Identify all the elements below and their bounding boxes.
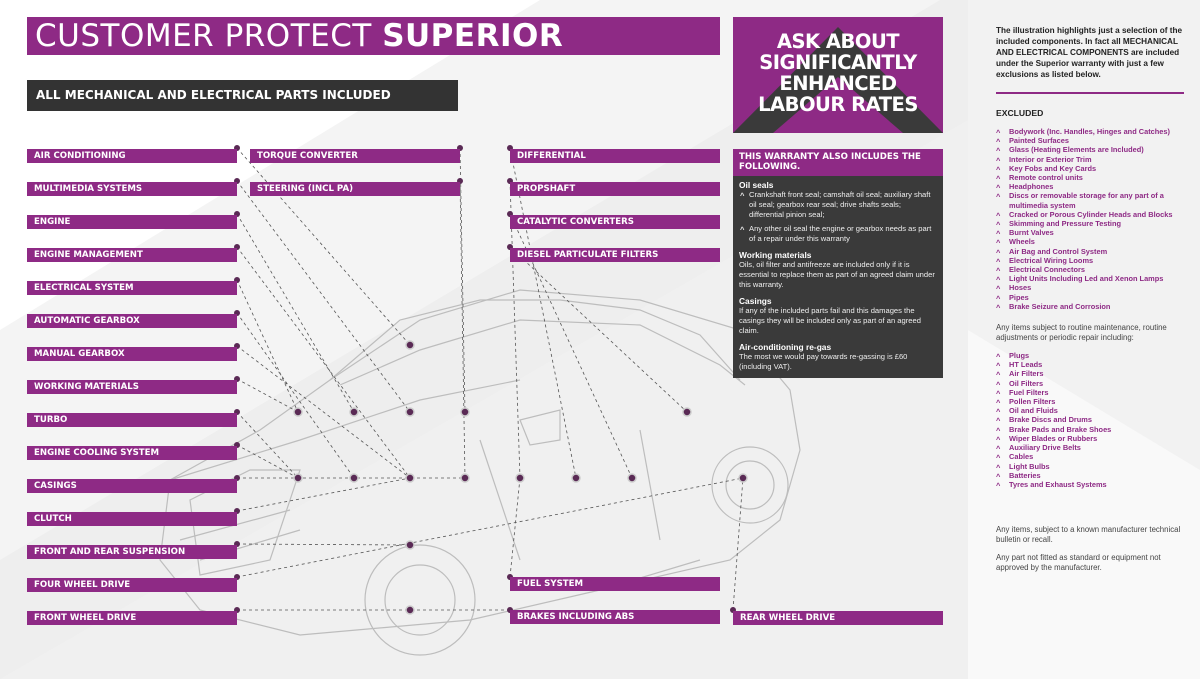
list-item: Air Filters <box>996 369 1188 379</box>
label-front-wheel-drive: FRONT WHEEL DRIVE <box>27 611 237 625</box>
label-clutch: CLUTCH <box>27 512 237 526</box>
oil-seals-item: Any other oil seal the engine or gearbox… <box>739 224 937 244</box>
labour-rates-banner: ASK ABOUT SIGNIFICANTLY ENHANCED LABOUR … <box>733 17 943 133</box>
label-engine-management: ENGINE MANAGEMENT <box>27 248 237 262</box>
list-item: Oil and Fluids <box>996 406 1188 416</box>
working-materials-title: Working materials <box>739 250 812 260</box>
label-manual-gearbox: MANUAL GEARBOX <box>27 347 237 361</box>
label-four-wheel-drive: FOUR WHEEL DRIVE <box>27 578 237 592</box>
label-casings: CASINGS <box>27 479 237 493</box>
list-item: Electrical Wiring Looms <box>996 256 1188 266</box>
list-item: Painted Surfaces <box>996 136 1188 146</box>
list-item: Skimming and Pressure Testing <box>996 219 1188 229</box>
list-item: Light Units Including Led and Xenon Lamp… <box>996 274 1188 284</box>
label-engine-cooling: ENGINE COOLING SYSTEM <box>27 446 237 460</box>
background-band <box>0 0 968 679</box>
note-non-standard: Any part not fitted as standard or equip… <box>996 553 1161 573</box>
excluded-title: EXCLUDED <box>996 108 1044 118</box>
excluded-list: Bodywork (Inc. Handles, Hinges and Catch… <box>996 127 1188 312</box>
casings-text: If any of the included parts fail and th… <box>739 306 921 335</box>
label-torque-converter: TORQUE CONVERTER <box>250 149 460 163</box>
label-multimedia: MULTIMEDIA SYSTEMS <box>27 182 237 196</box>
warranty-header: THIS WARRANTY ALSO INCLUDES THE FOLLOWIN… <box>733 149 943 176</box>
list-item: Brake Pads and Brake Shoes <box>996 425 1188 435</box>
list-item: Brake Seizure and Corrosion <box>996 302 1188 312</box>
label-air-conditioning: AIR CONDITIONING <box>27 149 237 163</box>
page-title: CUSTOMER PROTECT SUPERIOR <box>27 17 720 55</box>
list-item: Cracked or Porous Cylinder Heads and Blo… <box>996 210 1188 220</box>
list-item: Interior or Exterior Trim <box>996 155 1188 165</box>
list-item: Burnt Valves <box>996 228 1188 238</box>
intro-text: The illustration highlights just a selec… <box>996 26 1183 79</box>
list-item: Bodywork (Inc. Handles, Hinges and Catch… <box>996 127 1188 137</box>
list-item: Tyres and Exhaust Systems <box>996 480 1188 490</box>
label-working-materials: WORKING MATERIALS <box>27 380 237 394</box>
label-propshaft: PROPSHAFT <box>510 182 720 196</box>
oil-seals-item: Crankshaft front seal; camshaft oil seal… <box>739 190 937 220</box>
label-brakes: BRAKES INCLUDING ABS <box>510 610 720 624</box>
subtitle: ALL MECHANICAL AND ELECTRICAL PARTS INCL… <box>27 80 458 111</box>
oil-seals-title: Oil seals <box>739 180 774 190</box>
list-item: Oil Filters <box>996 379 1188 389</box>
list-item: Wiper Blades or Rubbers <box>996 434 1188 444</box>
label-suspension: FRONT AND REAR SUSPENSION <box>27 545 237 559</box>
label-automatic-gearbox: AUTOMATIC GEARBOX <box>27 314 237 328</box>
label-catalytic: CATALYTIC CONVERTERS <box>510 215 720 229</box>
list-item: Headphones <box>996 182 1188 192</box>
list-item: Pipes <box>996 293 1188 303</box>
list-item: Remote control units <box>996 173 1188 183</box>
maintenance-list: PlugsHT LeadsAir FiltersOil FiltersFuel … <box>996 351 1188 490</box>
list-item: Glass (Heating Elements are Included) <box>996 145 1188 155</box>
list-item: Plugs <box>996 351 1188 361</box>
exclusions-column: The illustration highlights just a selec… <box>996 25 1188 573</box>
label-fuel-system: FUEL SYSTEM <box>510 577 720 591</box>
list-item: Discs or removable storage for any part … <box>996 191 1188 209</box>
note-recall: Any items, subject to a known manufactur… <box>996 525 1181 545</box>
label-steering: STEERING (INCL PA) <box>250 182 460 196</box>
list-item: HT Leads <box>996 360 1188 370</box>
label-turbo: TURBO <box>27 413 237 427</box>
warranty-extras-box: THIS WARRANTY ALSO INCLUDES THE FOLLOWIN… <box>733 149 943 378</box>
label-differential: DIFFERENTIAL <box>510 149 720 163</box>
list-item: Fuel Filters <box>996 388 1188 398</box>
label-engine: ENGINE <box>27 215 237 229</box>
list-item: Pollen Filters <box>996 397 1188 407</box>
list-item: Wheels <box>996 237 1188 247</box>
working-materials-text: Oils, oil filter and antifreeze are incl… <box>739 260 935 289</box>
list-item: Cables <box>996 452 1188 462</box>
list-item: Air Bag and Control System <box>996 247 1188 257</box>
title-bold: SUPERIOR <box>382 18 564 54</box>
aircon-title: Air-conditioning re-gas <box>739 342 832 352</box>
car-illustration <box>159 289 801 656</box>
aircon-text: The most we would pay towards re-gassing… <box>739 352 908 371</box>
labour-rates-text: ASK ABOUT SIGNIFICANTLY ENHANCED LABOUR … <box>758 30 918 116</box>
list-item: Brake Discs and Drums <box>996 415 1188 425</box>
label-rear-wheel-drive: REAR WHEEL DRIVE <box>733 611 943 625</box>
title-light: CUSTOMER PROTECT <box>35 18 372 54</box>
label-dpf: DIESEL PARTICULATE FILTERS <box>510 248 720 262</box>
maintenance-intro: Any items subject to routine maintenance… <box>996 323 1167 343</box>
list-item: Light Bulbs <box>996 462 1188 472</box>
label-electrical: ELECTRICAL SYSTEM <box>27 281 237 295</box>
list-item: Key Fobs and Key Cards <box>996 164 1188 174</box>
list-item: Auxiliary Drive Belts <box>996 443 1188 453</box>
list-item: Batteries <box>996 471 1188 481</box>
divider <box>996 92 1184 94</box>
list-item: Electrical Connectors <box>996 265 1188 275</box>
casings-title: Casings <box>739 296 772 306</box>
list-item: Hoses <box>996 283 1188 293</box>
